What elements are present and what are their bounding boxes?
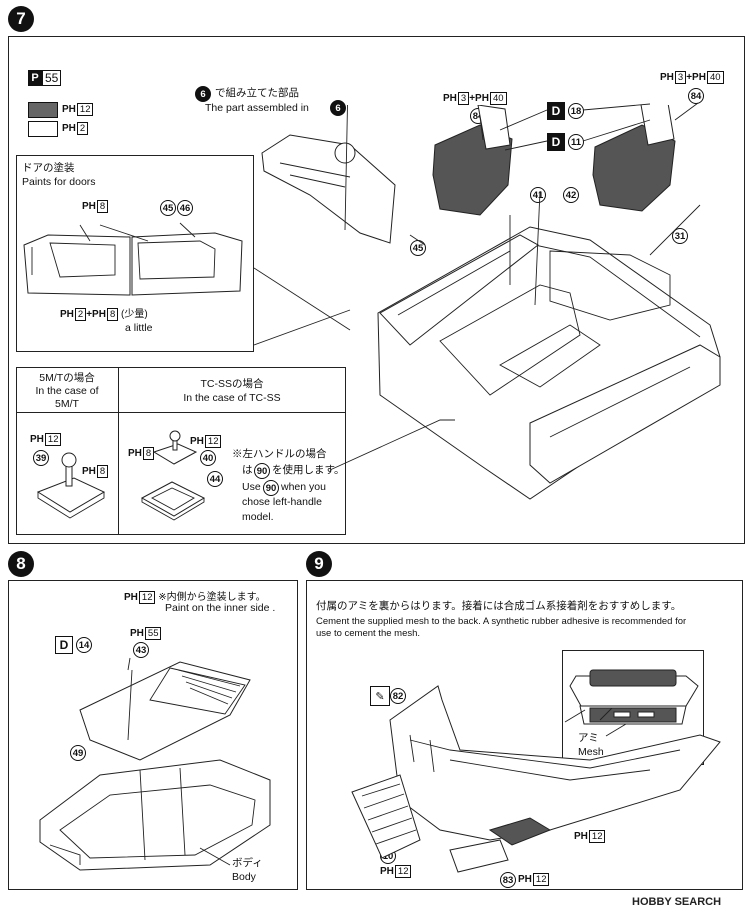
part-39: 39 [33,450,49,466]
door-little-en: a little [125,322,153,334]
front-bumper-drawing [351,685,721,873]
lh-note-jp2: は [242,464,253,476]
step-8-panel [8,580,298,890]
shifter-options-box [16,367,346,535]
part-46-door: 46 [177,200,193,216]
assembled-label-en: The part assembled in [205,102,309,114]
door-paint-box [16,155,254,352]
part-43: 43 [133,642,149,658]
mesh-note-en2: use to cement the mesh. [316,628,421,639]
part-90: 90 [254,463,270,479]
part-42: 42 [563,187,579,203]
shifter-5mt-drawing [36,452,106,519]
step-7-panel [8,36,745,544]
part-ref-6-en: 6 [330,100,346,116]
part-84-right: 84 [688,88,704,104]
step-9-panel [306,580,743,890]
tc-title-en: In the case of TC-SS [183,392,281,404]
part-31: 31 [672,228,688,244]
part-90-en: 90 [263,480,279,496]
shifter-tcss-drawing [140,430,206,521]
legend-main-code: P 55 [28,70,62,86]
body-label-jp: ボディ [232,857,263,869]
glue-icon: ✎ [370,686,390,706]
part-49: 49 [70,745,86,761]
step-8-badge: 8 [8,551,34,577]
part-40: 40 [200,450,216,466]
mesh-note-jp: 付属のアミを裏からはります。接着には合成ゴム系接着剤をおすすめします。 [316,600,682,612]
lh-note-jp3: を使用します。 [272,464,345,476]
step-9-badge: 9 [306,551,332,577]
part-82: 82 [390,688,406,704]
mt-title-en1: In the case of [35,385,99,397]
part-41: 41 [530,187,546,203]
lh-note-en3: chose left-handle [242,496,322,508]
part-45: 45 [410,240,426,256]
door-drawing [23,222,243,296]
lh-note-en1: Use [242,481,261,493]
mt-title-jp: 5M/Tの場合 [39,372,95,384]
step8-inner-en: Paint on the inner side . [165,602,276,614]
mesh-label-en: Mesh [578,746,604,758]
step-7-badge: 7 [8,6,34,32]
assembled-label-jp: で組み立てた部品 [215,87,299,99]
part-ref-6: 6 [195,86,211,102]
options-header-line [16,412,346,413]
door-title-en: Paints for doors [22,176,96,188]
legend-light-swatch [28,121,58,137]
part-83: 83 [500,872,516,888]
mesh-label-jp: アミ [578,732,599,744]
mesh-inset-drawing [569,669,699,737]
options-divider [118,367,119,535]
part-44: 44 [207,471,223,487]
lh-note-en4: model. [242,511,274,523]
hood-body-drawing [39,657,271,871]
mesh-note-en1: Cement the supplied mesh to the back. A … [316,616,687,627]
part-45-door: 45 [160,200,176,216]
mt-title-en2: 5M/T [55,398,79,410]
lh-note-en2: when you [281,481,326,493]
tc-title-jp: TC-SSの場合 [200,378,264,390]
body-label-en: Body [232,871,256,883]
watermark: HOBBY SEARCH [632,896,722,908]
interior-tub-drawing [261,105,721,500]
lh-note-jp1: ※左ハンドルの場合 [232,448,327,460]
legend-dark-swatch [28,102,58,118]
door-title-jp: ドアの塗装 [22,162,75,174]
